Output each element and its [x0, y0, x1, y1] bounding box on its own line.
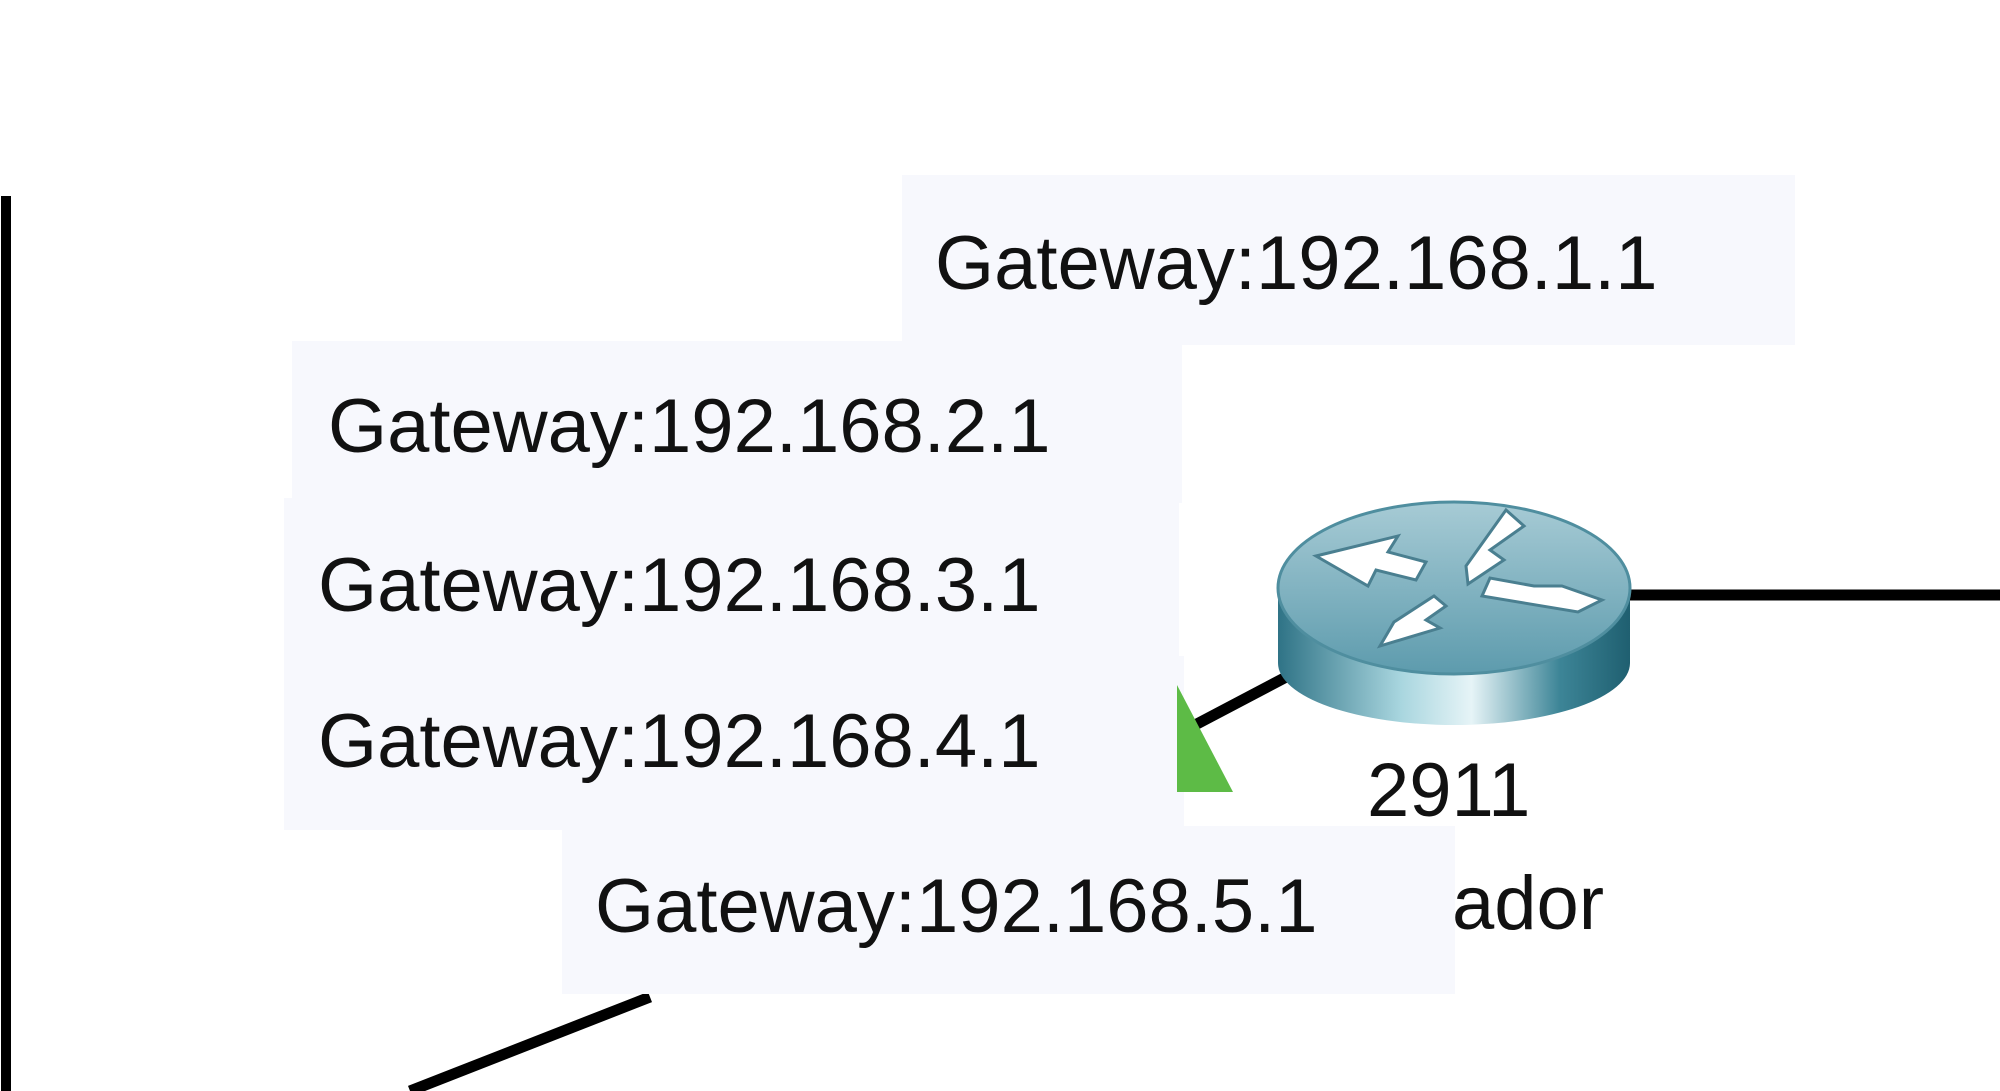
gateway-label-3: Gateway:192.168.3.1 — [284, 498, 1179, 658]
gateway-label-1: Gateway:192.168.1.1 — [902, 175, 1795, 345]
router-model-label: 2911 — [1367, 748, 1531, 833]
link-up-triangle-icon — [1177, 685, 1233, 792]
gateway-label-2: Gateway:192.168.2.1 — [292, 341, 1182, 503]
gateway-label-5: Gateway:192.168.5.1 — [562, 826, 1455, 994]
link-router-to-port[interactable] — [1192, 670, 1293, 730]
gateway-label-4: Gateway:192.168.4.1 — [284, 656, 1184, 830]
router-icon[interactable] — [1276, 488, 1632, 728]
link-bottom-diagonal[interactable] — [407, 991, 653, 1091]
router-name-label: ador — [1452, 861, 1605, 946]
